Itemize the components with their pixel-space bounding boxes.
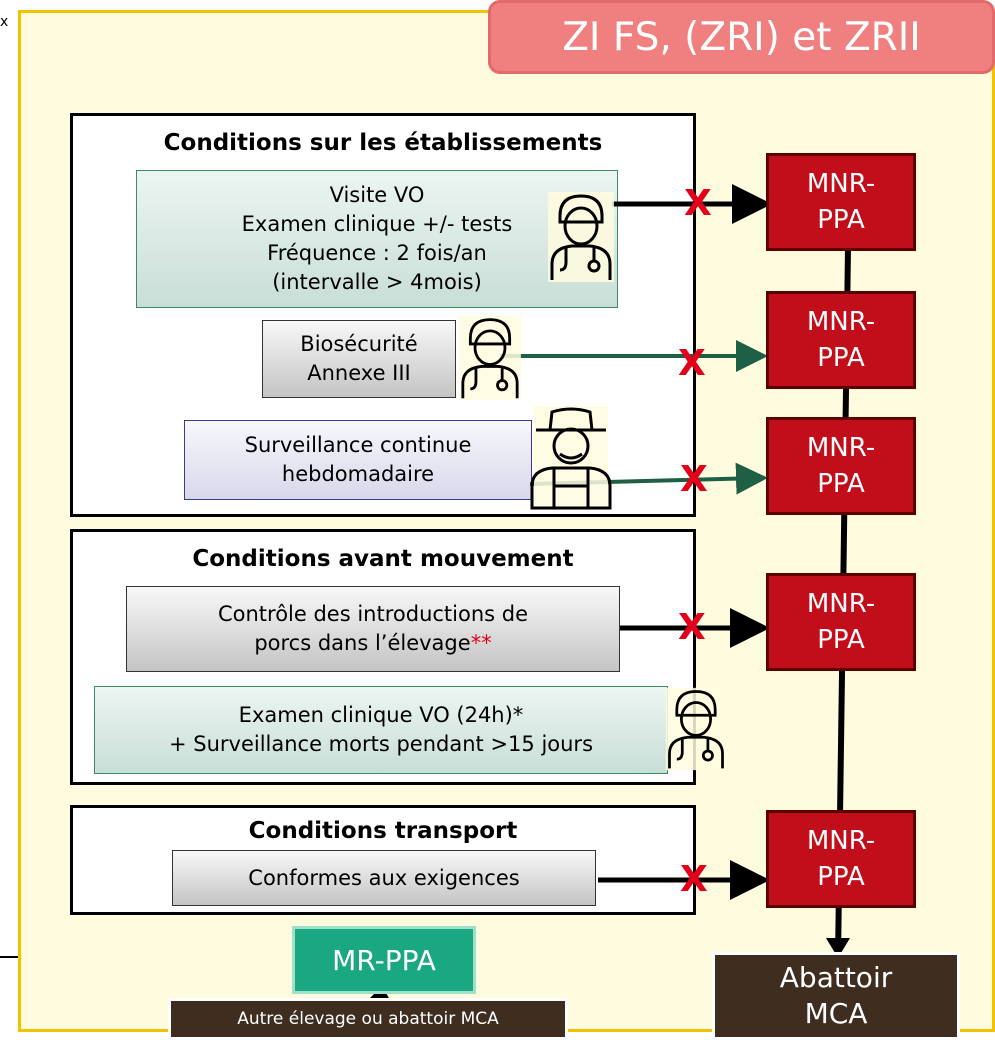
section-title: Conditions sur les établissements: [163, 130, 603, 156]
x-mark: X: [684, 183, 712, 224]
mnr-ppa-box: MNR- PPA: [766, 417, 916, 515]
abattoir-mca-box: Abattoir MCA: [712, 952, 960, 1040]
zone-title: ZI FS, (ZRI) et ZRII: [562, 14, 921, 60]
autre-label: Autre élevage ou abattoir MCA: [237, 1009, 499, 1029]
mnr-line: MNR-: [806, 826, 876, 856]
text-segment: porcs dans l’élevage: [254, 631, 471, 655]
doctor-icon: [665, 687, 727, 771]
mnr-ppa-box: MNR- PPA: [766, 291, 916, 389]
x-mark: X: [680, 459, 708, 500]
text-line: Fréquence : 2 fois/an: [267, 241, 487, 265]
section-title: Conditions transport: [248, 818, 518, 844]
abattoir-arrow-head: [826, 938, 850, 958]
left-edge-line: [0, 956, 18, 958]
text-line: Examen clinique +/- tests: [241, 212, 513, 236]
x-mark: X: [678, 607, 706, 648]
text-line: Visite VO: [329, 183, 425, 207]
box-biosecurite: Biosécurité Annexe III: [262, 320, 456, 398]
text-line: (intervalle > 4mois): [272, 270, 482, 294]
doctor-icon: [548, 192, 614, 282]
mnr-line: PPA: [817, 862, 865, 892]
mr-ppa-label: MR-PPA: [332, 943, 436, 977]
mnr-line: PPA: [817, 625, 865, 655]
text-line: hebdomadaire: [281, 462, 435, 486]
text-line: Contrôle des introductions de: [217, 602, 529, 626]
box-examen-clinique: Examen clinique VO (24h)* + Surveillance…: [94, 686, 668, 774]
text-line: Biosécurité: [300, 332, 418, 356]
farmer-icon: [530, 406, 612, 510]
mnr-line: PPA: [817, 205, 865, 235]
text-line: porcs dans l’élevage**: [254, 629, 491, 658]
text-line: Annexe III: [307, 361, 411, 385]
section-title: Conditions avant mouvement: [192, 546, 574, 572]
box-controle-introductions: Contrôle des introductions de porcs dans…: [126, 586, 620, 672]
x-mark: X: [678, 343, 706, 384]
autre-elevage-box: Autre élevage ou abattoir MCA: [168, 998, 568, 1040]
abattoir-line: Abattoir: [779, 961, 893, 994]
mnr-line: MNR-: [806, 589, 876, 619]
mnr-ppa-box: MNR- PPA: [766, 810, 916, 908]
box-conformes: Conformes aux exigences: [172, 850, 596, 906]
box-visite-vo: Visite VO Examen clinique +/- tests Fréq…: [136, 170, 618, 308]
box-surveillance: Surveillance continue hebdomadaire: [184, 420, 532, 500]
abattoir-line: MCA: [804, 997, 868, 1030]
doctor-icon: [459, 315, 521, 401]
text-line: Surveillance continue: [244, 433, 472, 457]
text-line: Examen clinique VO (24h)*: [238, 703, 524, 727]
x-mark: X: [680, 859, 708, 900]
mnr-ppa-box: MNR- PPA: [766, 573, 916, 671]
footnote-mark: **: [470, 631, 492, 655]
corner-mark: x: [0, 14, 9, 30]
mr-ppa-box: MR-PPA: [292, 926, 476, 994]
mnr-line: PPA: [817, 469, 865, 499]
text-line: + Surveillance morts pendant >15 jours: [168, 732, 594, 756]
mnr-line: MNR-: [806, 307, 876, 337]
mnr-line: PPA: [817, 343, 865, 373]
mnr-line: MNR-: [806, 169, 876, 199]
zone-title-banner: ZI FS, (ZRI) et ZRII: [488, 0, 995, 74]
mnr-ppa-box: MNR- PPA: [766, 153, 916, 251]
mnr-line: MNR-: [806, 433, 876, 463]
text-line: Conformes aux exigences: [248, 865, 520, 890]
